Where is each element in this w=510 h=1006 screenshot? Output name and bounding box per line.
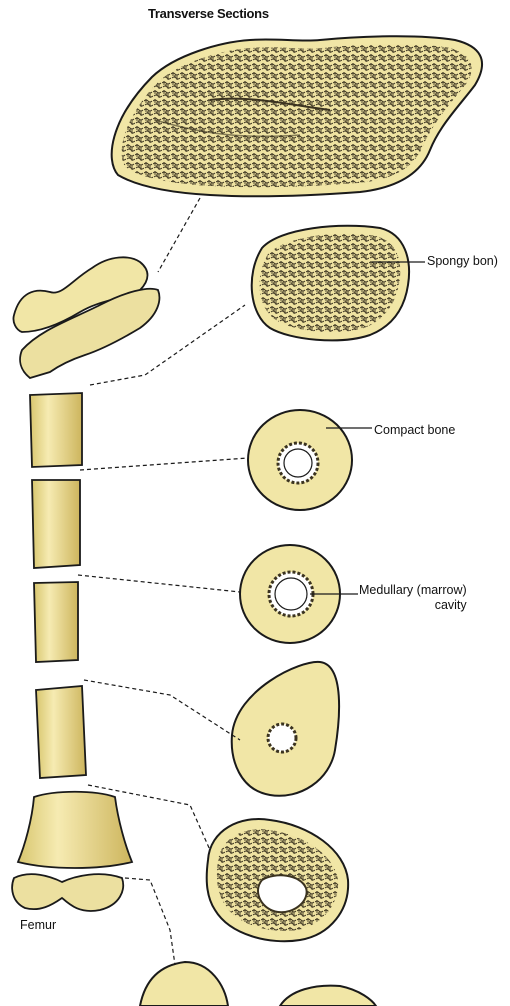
section-condyles — [140, 962, 376, 1006]
leader-line-5 — [84, 680, 240, 740]
leader-line-7 — [125, 878, 175, 965]
section-shaft-lower — [232, 662, 339, 796]
label-medullary-line1: Medullary (marrow) — [359, 583, 467, 598]
label-femur: Femur — [20, 918, 56, 932]
section-shaft-upper — [248, 410, 352, 510]
section-metaphysis — [207, 819, 348, 941]
section-trochanter — [252, 226, 409, 341]
leader-line-4 — [78, 575, 240, 592]
section-femoral-neck — [112, 36, 482, 196]
label-medullary-cavity: Medullary (marrow) cavity — [359, 583, 467, 613]
label-compact-bone: Compact bone — [374, 423, 455, 437]
leader-line-1 — [158, 198, 200, 272]
label-spongy-bone: Spongy bon) — [427, 254, 498, 268]
leader-line-3 — [80, 458, 248, 470]
label-medullary-line2: cavity — [359, 598, 467, 613]
femur-cut-pieces — [12, 257, 159, 911]
diagram-title: Transverse Sections — [148, 6, 269, 21]
